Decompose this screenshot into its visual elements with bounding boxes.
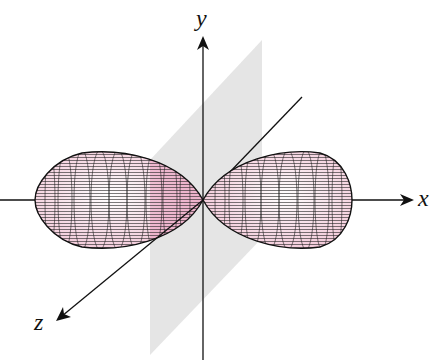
- axis-label: y: [196, 6, 207, 30]
- axis-label: z: [34, 310, 43, 334]
- right-lobe: [200, 145, 360, 255]
- z-axis: [62, 200, 203, 316]
- axis-label: x: [418, 186, 429, 210]
- z-arrowhead: [56, 307, 71, 321]
- y-arrowhead: [197, 36, 209, 50]
- x-arrowhead: [400, 194, 414, 206]
